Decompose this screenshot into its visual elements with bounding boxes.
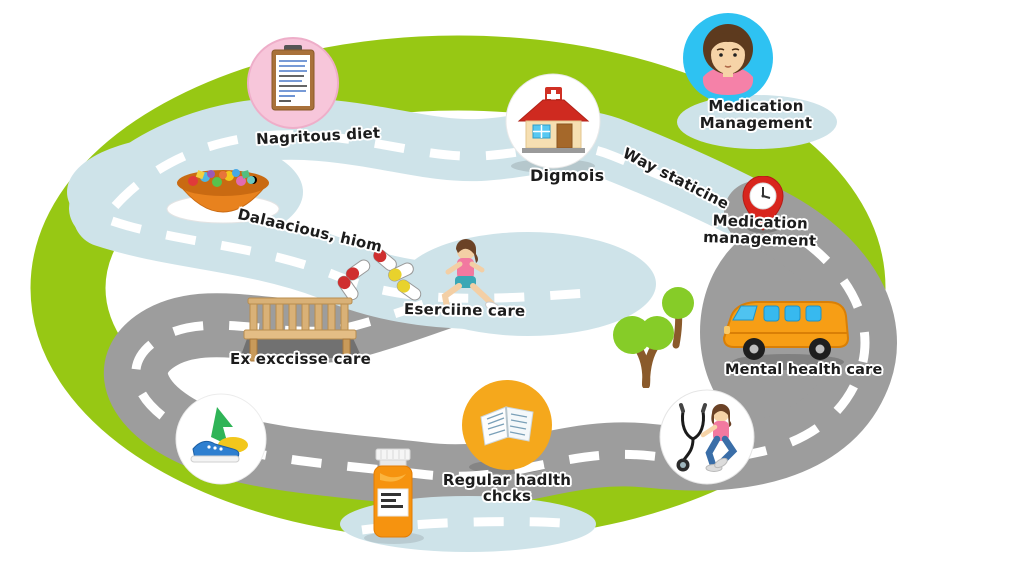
- pills-icon: [330, 246, 430, 312]
- sneaker-arrow-icon: [175, 393, 267, 489]
- open-book-icon: [461, 379, 553, 475]
- label-regular-health-checks: Regular hadlth chcks: [442, 471, 572, 505]
- label-mental-health-care: Mental health care: [725, 362, 883, 378]
- label-exercise-bench: Ex exccisse care: [230, 350, 371, 368]
- trees-icon: [602, 283, 697, 392]
- label-medication-management-pin: Medication management: [702, 211, 817, 250]
- clinic-house-icon: [505, 73, 601, 173]
- van-icon: [716, 286, 856, 370]
- clipboard-icon: [247, 37, 339, 133]
- label-exercise-runner: Eserciine care: [403, 299, 526, 321]
- runner-icon: [420, 236, 501, 320]
- pill-bottle-icon: [368, 447, 418, 546]
- clock-pin-icon: [741, 175, 785, 236]
- blue-blob-avatar: [677, 95, 837, 149]
- fruit-bowl-icon: [163, 143, 283, 232]
- bench-icon: [230, 290, 370, 369]
- label-diagnosis: Digmois: [530, 166, 605, 185]
- label-medication-management-top: Medication Management: [699, 97, 813, 132]
- woman-avatar-icon: [681, 11, 775, 109]
- stethoscope-woman-icon: [659, 389, 755, 489]
